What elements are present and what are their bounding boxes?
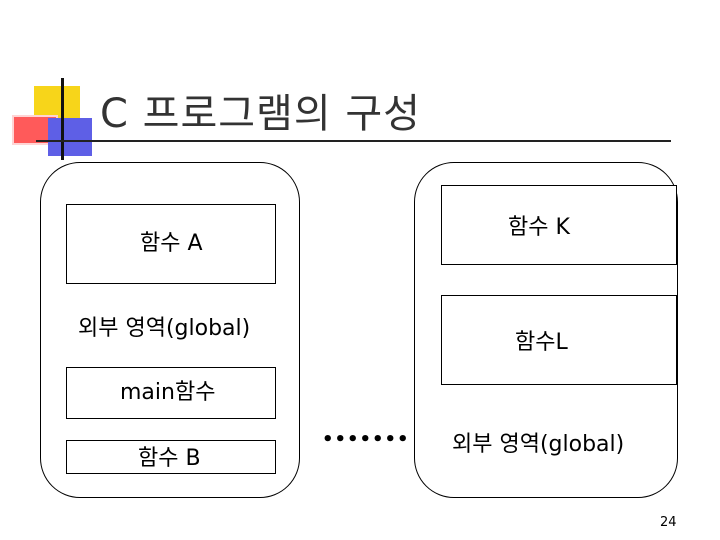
function-l-label: 함수L <box>515 330 568 356</box>
page-number: 24 <box>660 515 677 530</box>
function-b-label: 함수 B <box>138 446 201 472</box>
right-global-area-label: 외부 영역(global) <box>452 432 624 458</box>
title-ornament-blue <box>48 118 92 156</box>
left-global-area-label: 외부 영역(global) <box>78 316 250 342</box>
function-a-label: 함수 A <box>140 231 203 257</box>
main-function-label: main함수 <box>120 380 215 406</box>
ellipsis-dots: ••••••• <box>322 431 410 449</box>
slide-title: C 프로그램의 구성 <box>100 92 421 136</box>
function-k-label: 함수 K <box>508 215 570 241</box>
title-ornament-vertical-line <box>61 78 64 160</box>
title-underline <box>36 140 671 142</box>
